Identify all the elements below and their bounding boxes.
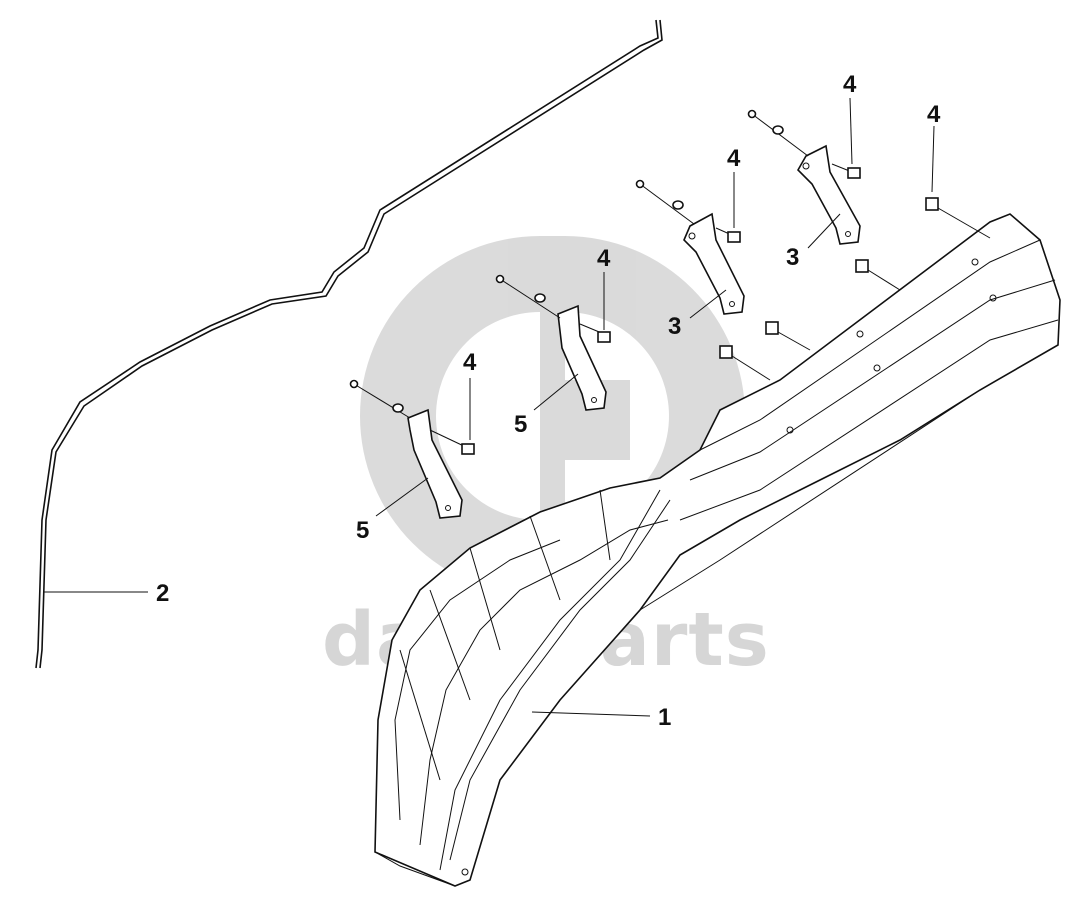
fender-part-1 [374, 213, 1061, 887]
bracket-part-5a [407, 408, 463, 519]
callout-5b: 5 [514, 411, 527, 438]
hardware-set [349, 109, 991, 455]
bracket-part-5b [557, 304, 607, 411]
bracket-part-3a [683, 212, 745, 315]
bracket-part-3b [797, 144, 861, 245]
callout-4c: 4 [727, 145, 741, 172]
callout-4b: 4 [597, 245, 611, 272]
callout-4e: 4 [927, 101, 941, 128]
callout-5a: 5 [356, 517, 369, 544]
rod-part-2 [35, 19, 663, 669]
callout-4a: 4 [463, 349, 477, 376]
callout-4d: 4 [843, 71, 857, 98]
callout-1: 1 [658, 704, 671, 731]
callout-2: 2 [156, 580, 169, 607]
leader-lines [44, 97, 935, 717]
callout-3b: 3 [786, 244, 799, 271]
callout-3a: 3 [668, 313, 681, 340]
